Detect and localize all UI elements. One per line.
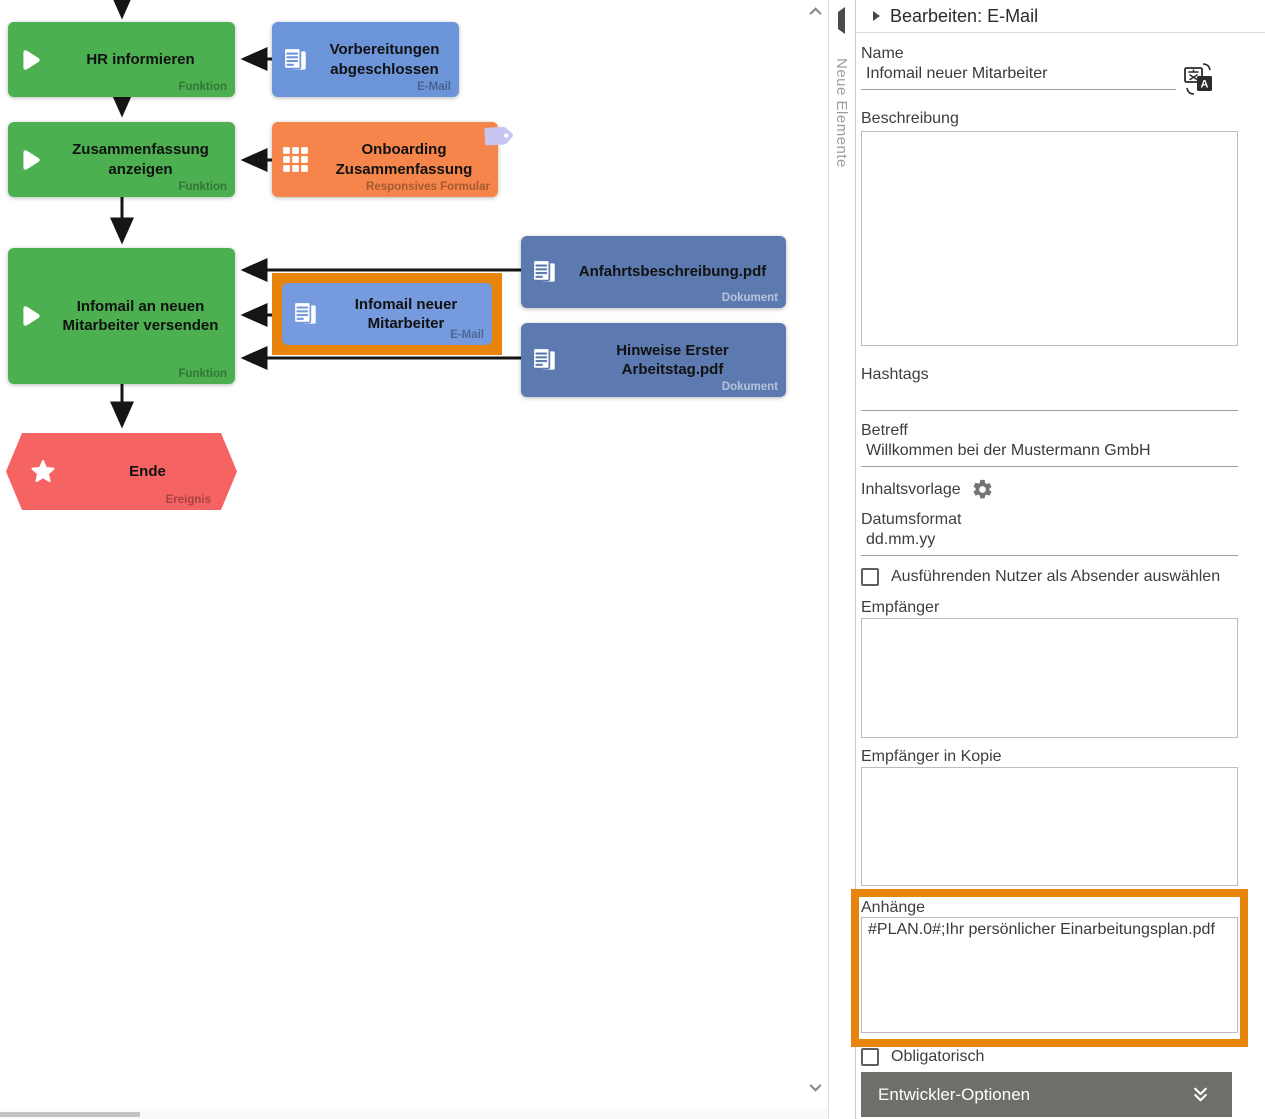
entwickler-optionen-button[interactable]: Entwickler-Optionen bbox=[861, 1072, 1232, 1117]
anhaenge-textarea[interactable]: #PLAN.0#;Ihr persönlicher Einarbeitungsp… bbox=[861, 917, 1238, 1033]
collapse-left-icon[interactable] bbox=[838, 7, 845, 34]
document-icon bbox=[521, 257, 567, 287]
datumsformat-label: Datumsformat bbox=[861, 511, 962, 528]
canvas-vertical-scrollbar[interactable] bbox=[803, 0, 828, 1108]
scrollbar-thumb[interactable] bbox=[0, 1112, 140, 1117]
translate-icon[interactable]: A bbox=[1182, 61, 1216, 102]
anhaenge-label: Anhänge bbox=[861, 899, 926, 916]
flow-node-infomail-versenden[interactable]: Infomail an neuen Mitarbeiter versenden … bbox=[8, 248, 235, 384]
panel-title: Bearbeiten: E-Mail bbox=[890, 5, 1039, 26]
name-input[interactable] bbox=[861, 63, 1176, 90]
empfaenger-textarea[interactable] bbox=[861, 618, 1238, 738]
obligatorisch-checkbox[interactable] bbox=[861, 1047, 879, 1066]
absender-checkbox-label: Ausführenden Nutzer als Absender auswähl… bbox=[891, 568, 1221, 585]
document-icon bbox=[521, 345, 567, 375]
obligatorisch-checkbox-label: Obligatorisch bbox=[891, 1048, 985, 1065]
panel-header: Bearbeiten: E-Mail bbox=[856, 0, 1265, 33]
flow-node-hr-informieren[interactable]: HR informieren Funktion bbox=[8, 22, 235, 97]
betreff-input[interactable] bbox=[861, 440, 1238, 467]
process-diagram-canvas[interactable]: HR informieren Funktion Vorbereitungen a… bbox=[0, 0, 803, 1108]
flow-node-vorbereitungen-abgeschlossen[interactable]: Vorbereitungen abgeschlossen E-Mail bbox=[272, 22, 459, 97]
flow-node-hinweise-erster-arbeitstag[interactable]: Hinweise Erster Arbeitstag.pdf Dokument bbox=[521, 323, 786, 397]
expand-right-icon[interactable] bbox=[873, 11, 880, 21]
datumsformat-input[interactable] bbox=[861, 529, 1238, 556]
absender-checkbox[interactable] bbox=[861, 567, 879, 586]
tag-icon bbox=[474, 118, 514, 163]
inhaltsvorlage-label: Inhaltsvorlage bbox=[861, 481, 961, 498]
betreff-label: Betreff bbox=[861, 422, 908, 439]
properties-panel: Bearbeiten: E-Mail Name A Beschr bbox=[851, 0, 1265, 1119]
play-icon bbox=[8, 47, 54, 73]
chevron-up-icon[interactable] bbox=[808, 4, 823, 24]
play-icon bbox=[8, 147, 54, 173]
empfaenger-kopie-textarea[interactable] bbox=[861, 767, 1238, 886]
flow-node-onboarding-zusammenfassung[interactable]: Onboarding Zusammenfassung Responsives F… bbox=[272, 122, 498, 197]
document-icon bbox=[282, 299, 328, 329]
flow-node-zusammenfassung-anzeigen[interactable]: Zusammenfassung anzeigen Funktion bbox=[8, 122, 235, 197]
anhaenge-highlight-group: Anhänge #PLAN.0#;Ihr persönlicher Einarb… bbox=[851, 889, 1248, 1047]
hashtags-input[interactable] bbox=[861, 384, 1238, 411]
flow-node-anfahrtsbeschreibung[interactable]: Anfahrtsbeschreibung.pdf Dokument bbox=[521, 236, 786, 308]
canvas-horizontal-scrollbar[interactable] bbox=[0, 1108, 828, 1119]
hashtags-label: Hashtags bbox=[861, 366, 929, 383]
chevron-down-icon[interactable] bbox=[808, 1080, 823, 1100]
flow-edges bbox=[110, 0, 521, 429]
empfaenger-kopie-label: Empfänger in Kopie bbox=[861, 748, 1002, 765]
name-label: Name bbox=[861, 45, 904, 62]
sidebar-tab-neue-elemente[interactable]: Neue Elemente bbox=[828, 0, 855, 1119]
flow-node-infomail-neuer-mitarbeiter[interactable]: Infomail neuer Mitarbeiter E-Mail bbox=[282, 283, 492, 345]
beschreibung-textarea[interactable] bbox=[861, 131, 1238, 346]
play-icon bbox=[8, 303, 54, 329]
grid-icon bbox=[272, 146, 318, 173]
flow-node-ende[interactable]: Ende Ereignis bbox=[6, 433, 237, 510]
document-icon bbox=[272, 45, 318, 75]
sidebar-tab-label: Neue Elemente bbox=[833, 58, 850, 168]
star-icon bbox=[20, 459, 66, 485]
empfaenger-label: Empfänger bbox=[861, 599, 940, 616]
gear-icon[interactable] bbox=[971, 478, 994, 501]
svg-text:A: A bbox=[1201, 79, 1209, 91]
double-chevron-down-icon bbox=[1191, 1085, 1210, 1109]
selection-highlight-infomail-node: Infomail neuer Mitarbeiter E-Mail bbox=[272, 273, 502, 355]
beschreibung-label: Beschreibung bbox=[861, 110, 959, 127]
